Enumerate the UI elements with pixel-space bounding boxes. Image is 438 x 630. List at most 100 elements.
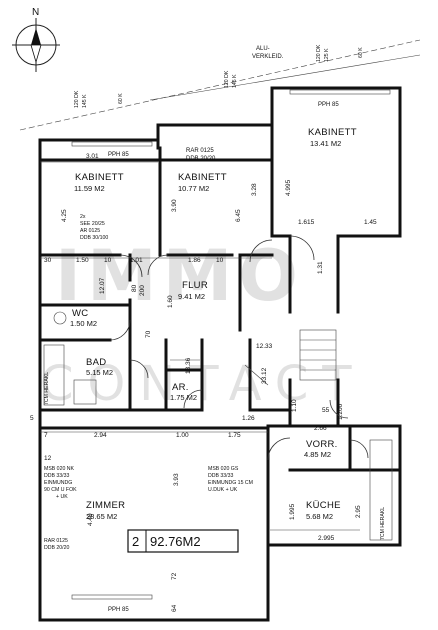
dimension: 30 [44,257,52,264]
dimension: 1.26 [242,415,255,422]
dimension: 3.93 [173,473,180,486]
see-label: DDB 30/100 [80,235,108,241]
room-name: KABINETT [308,127,357,138]
room-name: KÜCHE [306,500,341,511]
room-area: 13.41 M2 [310,139,341,148]
rar-label: RAR 0125 [186,148,214,154]
dimension: 6.45 [235,209,242,222]
room-area: 28.65 M2 [86,512,117,521]
ok-label: 120 DK [74,90,80,108]
dimension: 55 [322,407,330,414]
dimension: 4.25 [61,209,68,222]
dimension: 80 [131,284,138,292]
room-bad: BAD 5.15 M2 [86,357,113,377]
ok-label: 145 K [82,94,88,108]
rar-label: RAR 0125 [44,538,68,544]
dimension: 10 [216,257,224,264]
room-name: WC [72,308,88,319]
dimension: 1.00 [176,432,189,439]
dimension: 12.33 [256,343,273,350]
site-boundary: ALU- VERKLEID. [19,39,421,131]
wall-details [43,89,393,600]
ddb-label: DDB 20/20 [44,545,69,551]
door-swings [109,235,369,461]
walls [38,86,402,622]
dimension: 1.75 [228,432,241,439]
watermark-sub: CONTACT [40,356,366,412]
dimension: 7 [44,432,48,439]
pph-label: PPH 85 [108,152,129,158]
dimension: 64 [171,604,178,612]
ok-label: 120 DK [224,70,230,88]
room-ar: AR. 1.75 M2 [170,382,197,402]
dimension: 12 [44,455,52,462]
msb-label: 90 CM U FOK [44,487,77,493]
compass-icon: N [12,7,60,72]
msb-label: DDB 33/33 [208,473,233,479]
room-flur: FLUR 9.41 M2 [178,280,208,301]
room-name: KABINETT [75,172,124,183]
room-area: 5.15 M2 [86,368,113,377]
total-room-count: 2 [132,534,139,549]
see-label: SEE 20/25 [80,221,105,227]
dimension: 1.31 [317,261,324,274]
pph-label: PPH 85 [318,102,339,108]
room-name: KABINETT [178,172,227,183]
dimension: 70 [145,330,152,338]
watermark: IMMO CONTACT [40,235,366,412]
room-area: 1.75 M2 [170,393,197,402]
dimension: 2.94 [94,432,107,439]
dimension: 3.90 [171,199,178,212]
verkleid-label: VERKLEID. [252,54,284,60]
room-area: 11.59 M2 [74,184,105,193]
room-vorr: VORR. 4.85 M2 [304,439,338,459]
msb-label: + UK [56,494,68,500]
msb-label: MSB 020 NK [44,466,75,472]
herak-label: 7CM HERAKL [44,372,50,405]
dimension: 13.36 [185,357,192,374]
dimension: 3.28 [251,183,258,196]
ok-label: 60 K [118,93,124,104]
dimension: 1.01 [130,257,143,264]
dimension: 3.01 [86,153,99,160]
room-name: VORR. [306,439,338,450]
dimension: 1.995 [289,503,296,520]
msb-label: EINMUNDG [44,480,72,486]
herak-label: 7CM HERAKL [380,507,386,540]
dimension: 1.200 [337,403,344,420]
room-name: BAD [86,357,106,368]
dimension: 10 [104,257,112,264]
pph-label: PPH 85 [108,607,129,613]
ok-label: 125 K [324,48,330,62]
dimension: 2.66 [314,425,327,432]
dimension: 1.86 [188,257,201,264]
room-kabinett-left: KABINETT 11.59 M2 [74,172,124,193]
dimension: 2.995 [318,535,335,542]
room-area: 10.77 M2 [178,184,209,193]
see-label: 2x [80,214,86,220]
room-area: 9.41 M2 [178,292,205,301]
alu-label: ALU- [256,46,270,52]
room-area: 4.85 M2 [304,450,331,459]
room-name: ZIMMER [86,500,125,511]
dimension: 33.12 [261,367,268,384]
room-wc: WC 1.50 M2 [70,308,97,328]
dimension: 5 [30,415,34,422]
room-area: 5.68 M2 [306,512,333,521]
ddb-label: DDB 20/20 [186,156,216,162]
ok-label: 145 K [232,74,238,88]
dimension: 200 [139,285,146,296]
room-name: AR. [172,382,189,393]
dimension: 72 [171,572,178,580]
ok-label: 60 K [358,47,364,58]
room-area: 1.50 M2 [70,319,97,328]
dimension: 1.615 [298,219,315,226]
annotations: PPH 85 PPH 85 PPH 85 RAR 0125 DDB 20/20 … [44,102,386,613]
total-area-box: 2 92.76M2 [127,529,239,553]
msb-label: DDB 33/33 [44,473,69,479]
dimension: 12.07 [99,277,106,294]
room-name: FLUR [182,280,208,291]
room-kabinett-right: KABINETT 13.41 M2 [308,127,357,148]
msb-label: MSB 020 GS [208,466,239,472]
